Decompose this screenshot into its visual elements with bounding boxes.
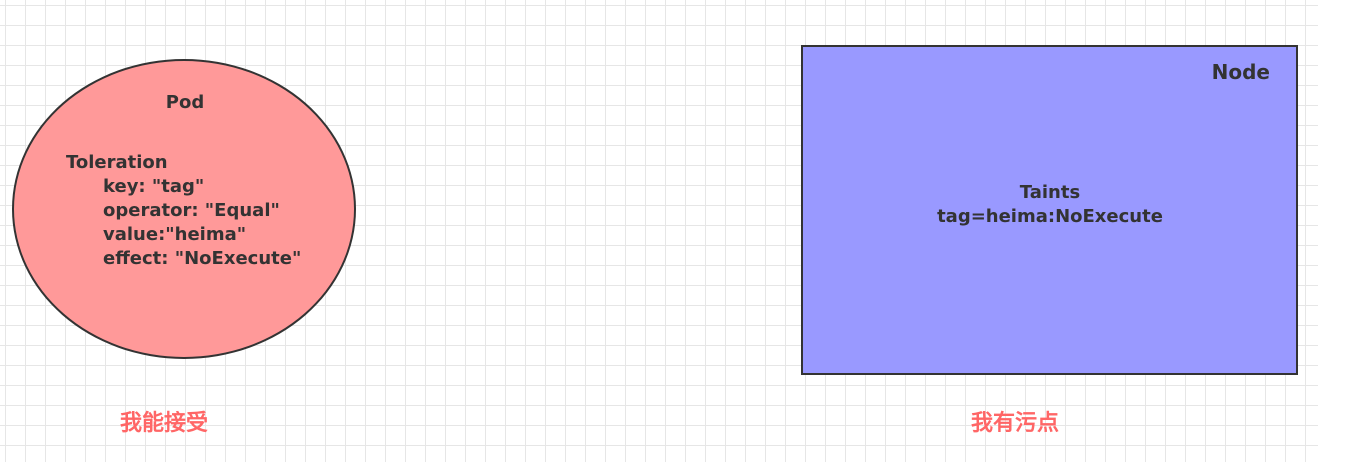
toleration-key: key: "tag" xyxy=(103,176,205,197)
taints-heading: Taints xyxy=(1019,182,1081,203)
canvas-edge xyxy=(1318,0,1346,462)
pod-title: Pod xyxy=(165,92,205,113)
toleration-effect: effect: "NoExecute" xyxy=(103,248,302,269)
toleration-value: value:"heima" xyxy=(103,224,247,245)
pod-shape[interactable] xyxy=(12,59,356,359)
node-title: Node xyxy=(1211,60,1270,84)
taint-value: tag=heima:NoExecute xyxy=(937,206,1163,227)
toleration-operator: operator: "Equal" xyxy=(103,200,280,221)
pod-caption: 我能接受 xyxy=(120,411,209,436)
node-caption: 我有污点 xyxy=(971,411,1060,436)
toleration-block: Toleration key: "tag" operator: "Equal" … xyxy=(66,151,301,271)
node-shape[interactable] xyxy=(801,45,1298,375)
toleration-heading: Toleration xyxy=(66,152,168,173)
taints-block: Taints tag=heima:NoExecute xyxy=(900,181,1200,229)
